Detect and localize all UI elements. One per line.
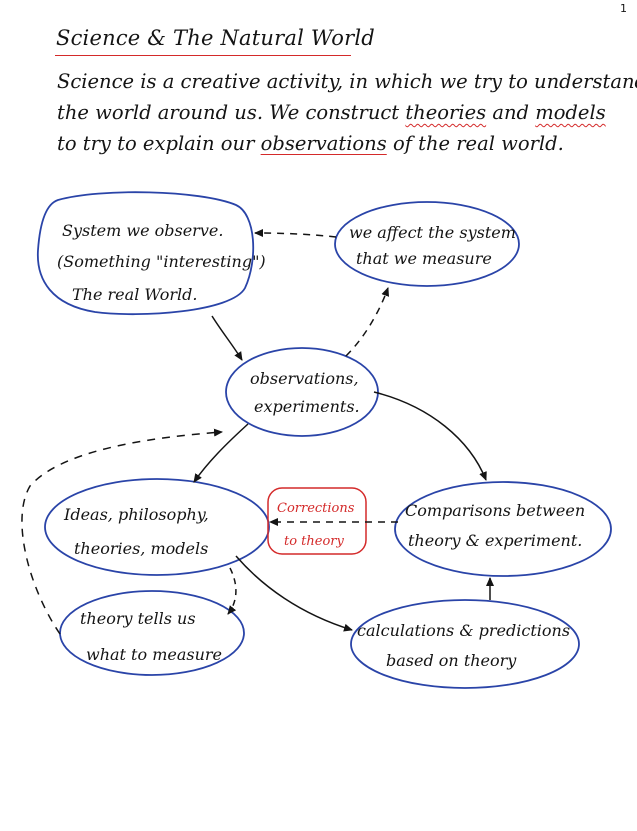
page-number: 1 bbox=[620, 2, 627, 15]
node-calculations: calculations & predictions based on theo… bbox=[350, 599, 580, 689]
node-observations-line2: experiments. bbox=[254, 397, 360, 416]
arrow-ideas-to-calculations bbox=[235, 555, 353, 632]
node-affect-outline bbox=[334, 201, 520, 287]
node-affect-line2: that we measure bbox=[356, 249, 492, 268]
node-calculations-line1: calculations & predictions bbox=[357, 621, 570, 640]
intro-line-2: the world around us. We construct theori… bbox=[57, 103, 606, 123]
models-term: models bbox=[535, 101, 606, 124]
node-observations: observations, experiments. bbox=[225, 347, 379, 437]
node-ideas: Ideas, philosophy, theories, models bbox=[44, 478, 270, 576]
observations-term: observations bbox=[260, 132, 387, 155]
node-comparisons-line2: theory & experiment. bbox=[408, 531, 582, 550]
arrow-observations-to-ideas bbox=[193, 423, 249, 483]
intro-text: and bbox=[486, 101, 536, 124]
node-system-line3: The real World. bbox=[72, 285, 197, 304]
node-theory-tells-line1: theory tells us bbox=[80, 609, 196, 628]
intro-line-1: Science is a creative activity, in which… bbox=[57, 70, 637, 93]
arrow-affect-to-system bbox=[254, 229, 337, 238]
arrow-observations-to-comparisons bbox=[373, 391, 487, 481]
page-title: Science & The Natural World bbox=[56, 26, 375, 50]
arrow-system-to-observations bbox=[211, 315, 243, 361]
intro-text: to try to explain our bbox=[57, 132, 261, 155]
node-ideas-line1: Ideas, philosophy, bbox=[63, 505, 209, 524]
node-corrections-line2: to theory bbox=[284, 534, 345, 549]
node-system-outline bbox=[37, 191, 255, 316]
node-affect: we affect the system that we measure bbox=[334, 201, 520, 287]
theories-term: theories bbox=[405, 101, 487, 124]
node-ideas-line2: theories, models bbox=[74, 539, 208, 558]
intro-line-3: to try to explain our observations of th… bbox=[57, 134, 564, 154]
node-theory-tells: theory tells us what to measure bbox=[59, 590, 245, 676]
node-calculations-outline bbox=[350, 599, 580, 689]
node-theory-tells-line2: what to measure bbox=[86, 645, 222, 664]
node-corrections-line1: Corrections bbox=[277, 501, 355, 516]
node-corrections-outline bbox=[267, 487, 367, 555]
node-comparisons-line1: Comparisons between bbox=[405, 501, 585, 520]
node-observations-line1: observations, bbox=[250, 369, 359, 388]
node-affect-line1: we affect the system bbox=[349, 223, 516, 242]
node-comparisons: Comparisons between theory & experiment. bbox=[394, 481, 612, 577]
arrow-ideas-to-theory-tells bbox=[227, 567, 237, 615]
node-system-line1: System we observe. bbox=[62, 221, 223, 240]
intro-text: of the real world. bbox=[386, 132, 564, 155]
node-calculations-line2: based on theory bbox=[386, 651, 517, 670]
node-observations-outline bbox=[225, 347, 379, 437]
node-system-line2: (Something "interesting") bbox=[57, 252, 266, 271]
node-comparisons-outline bbox=[394, 481, 612, 577]
node-system: System we observe. (Something "interesti… bbox=[37, 191, 266, 316]
arrow-observations-to-affect bbox=[345, 287, 390, 357]
node-ideas-outline bbox=[44, 478, 270, 576]
node-corrections: Corrections to theory bbox=[267, 487, 367, 555]
title-underline bbox=[55, 55, 351, 56]
arrow-theory-tells-to-observations bbox=[21, 428, 223, 635]
intro-text: the world around us. We construct bbox=[57, 101, 406, 124]
